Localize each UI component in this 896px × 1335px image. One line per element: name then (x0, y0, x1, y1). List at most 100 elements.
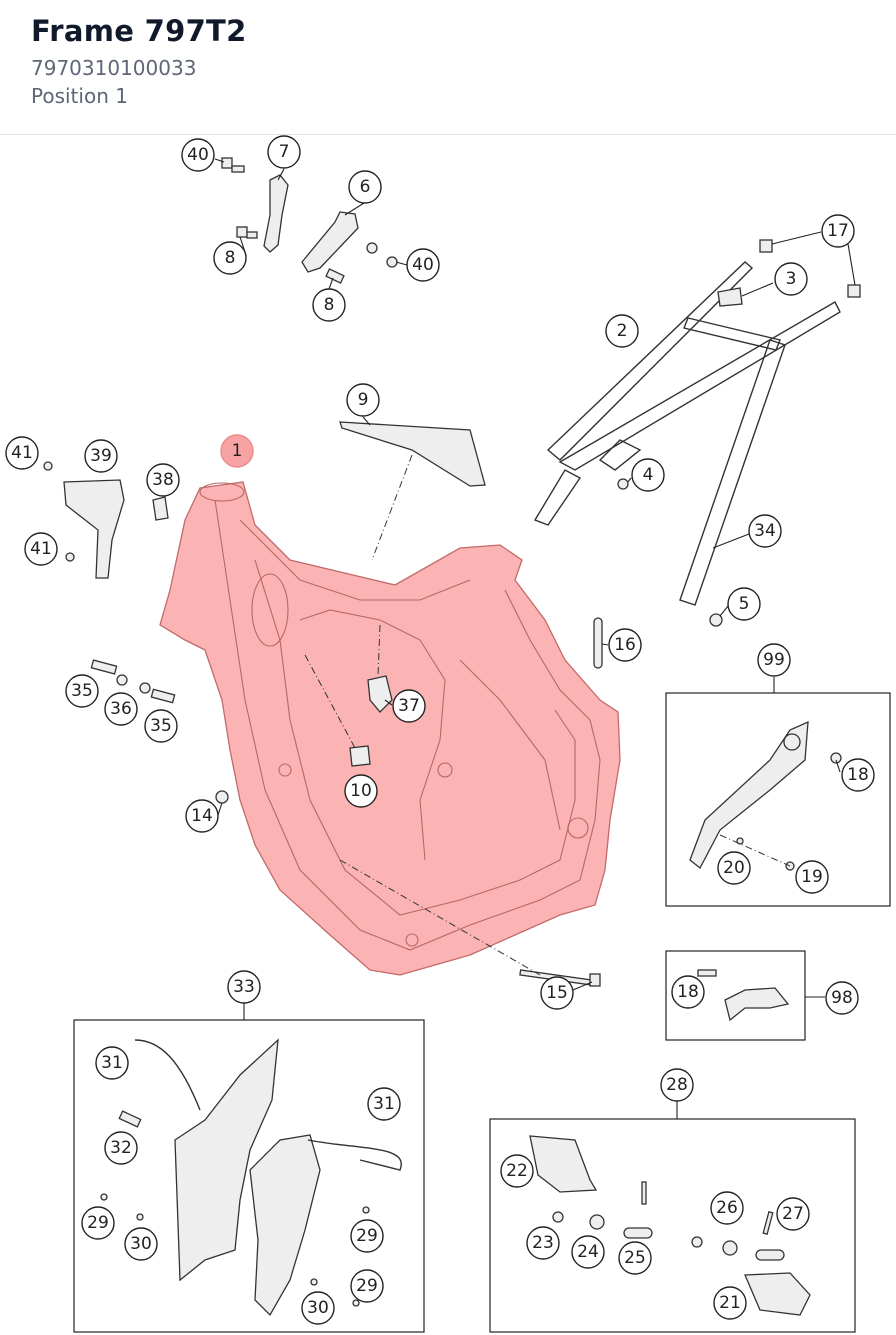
bolt-part-40a[interactable] (221, 157, 245, 173)
assembly-box-33 (73, 1019, 425, 1333)
svg-text:35: 35 (71, 681, 93, 701)
callout-40b[interactable]: 40 (406, 248, 440, 282)
footpeg-bracket-99[interactable] (689, 720, 842, 871)
callout-41b[interactable]: 41 (24, 532, 58, 566)
bracket-part-3[interactable] (717, 287, 743, 307)
plug-part-17[interactable] (759, 239, 861, 298)
svg-text:22: 22 (506, 1161, 528, 1181)
callout-5[interactable]: 5 (727, 587, 761, 621)
bolt-part-40b[interactable] (366, 242, 398, 268)
svg-text:18: 18 (677, 982, 699, 1002)
strap-part-16[interactable] (593, 617, 603, 669)
svg-text:3: 3 (786, 269, 797, 289)
callout-36[interactable]: 36 (104, 692, 138, 726)
callout-9[interactable]: 9 (346, 383, 380, 417)
clip-part-10[interactable] (349, 745, 371, 767)
callout-26[interactable]: 26 (710, 1191, 744, 1225)
bolt-part-8b[interactable] (325, 268, 345, 284)
callout-15[interactable]: 15 (540, 976, 574, 1010)
footpeg-assembly-28[interactable] (529, 1135, 811, 1316)
svg-text:1: 1 (232, 441, 243, 461)
svg-text:41: 41 (30, 539, 52, 559)
clip-part-37[interactable] (367, 675, 393, 713)
callout-32[interactable]: 32 (104, 1131, 138, 1165)
page-header: Frame 797T2 7970310100033 Position 1 (0, 0, 896, 135)
callout-31b[interactable]: 31 (367, 1087, 401, 1121)
bracket-part-9[interactable] (339, 421, 486, 487)
callout-14[interactable]: 14 (185, 799, 219, 833)
svg-text:17: 17 (827, 221, 849, 241)
svg-text:21: 21 (719, 1293, 741, 1313)
svg-text:19: 19 (801, 867, 823, 887)
callout-1[interactable]: 1 (220, 434, 254, 468)
spring-bracket-98[interactable] (697, 969, 790, 1022)
callout-33[interactable]: 33 (227, 970, 261, 1004)
callout-37[interactable]: 37 (392, 689, 426, 723)
callout-10[interactable]: 10 (344, 774, 378, 808)
callout-4[interactable]: 4 (631, 458, 665, 492)
callout-7[interactable]: 7 (267, 135, 301, 169)
callout-29b[interactable]: 29 (350, 1219, 384, 1253)
svg-text:98: 98 (831, 988, 853, 1008)
callout-30b[interactable]: 30 (301, 1291, 335, 1325)
callout-38[interactable]: 38 (146, 463, 180, 497)
callout-99[interactable]: 99 (757, 643, 791, 677)
callout-6[interactable]: 6 (348, 170, 382, 204)
callout-29a[interactable]: 29 (81, 1206, 115, 1240)
position-label: Position 1 (31, 84, 128, 108)
nut-part-14[interactable] (215, 790, 229, 804)
callout-40a[interactable]: 40 (181, 138, 215, 172)
subframe-part[interactable] (533, 261, 841, 606)
callout-23[interactable]: 23 (526, 1226, 560, 1260)
bolt-parts-35-36[interactable] (90, 659, 176, 704)
callout-8b[interactable]: 8 (312, 288, 346, 322)
callout-8a[interactable]: 8 (213, 241, 247, 275)
clip-part-38[interactable] (152, 496, 169, 521)
callout-24[interactable]: 24 (571, 1235, 605, 1269)
bolt-part-5[interactable] (709, 613, 723, 627)
callout-3[interactable]: 3 (774, 262, 808, 296)
callout-30a[interactable]: 30 (124, 1227, 158, 1261)
svg-text:41: 41 (11, 443, 33, 463)
svg-text:34: 34 (754, 521, 776, 541)
callout-98[interactable]: 98 (825, 981, 859, 1015)
callout-22[interactable]: 22 (500, 1154, 534, 1188)
bracket-part-39[interactable] (63, 479, 125, 579)
callout-39[interactable]: 39 (84, 439, 118, 473)
svg-text:14: 14 (191, 806, 213, 826)
callout-17[interactable]: 17 (821, 214, 855, 248)
bolt-part-4[interactable] (617, 478, 629, 490)
main-frame-part[interactable] (159, 481, 621, 976)
callout-35a[interactable]: 35 (65, 674, 99, 708)
svg-text:31: 31 (373, 1094, 395, 1114)
callout-29c[interactable]: 29 (350, 1269, 384, 1303)
svg-text:7: 7 (279, 142, 290, 162)
callout-28[interactable]: 28 (660, 1068, 694, 1102)
callout-31a[interactable]: 31 (95, 1046, 129, 1080)
part-number: 7970310100033 (31, 56, 197, 80)
svg-text:33: 33 (233, 977, 255, 997)
svg-text:15: 15 (546, 983, 568, 1003)
callout-18a[interactable]: 18 (841, 758, 875, 792)
callout-18b[interactable]: 18 (671, 975, 705, 1009)
callout-34[interactable]: 34 (748, 514, 782, 548)
callout-35b[interactable]: 35 (144, 709, 178, 743)
callout-41a[interactable]: 41 (5, 436, 39, 470)
callout-21[interactable]: 21 (713, 1286, 747, 1320)
svg-text:8: 8 (324, 295, 335, 315)
bracket-part-7[interactable] (263, 174, 289, 253)
bolt-part-8a[interactable] (236, 226, 258, 239)
bolt-part-41[interactable] (43, 461, 75, 562)
callout-20[interactable]: 20 (717, 851, 751, 885)
bracket-part-6[interactable] (301, 211, 359, 273)
callout-2[interactable]: 2 (605, 314, 639, 348)
svg-text:25: 25 (624, 1248, 646, 1268)
callout-19[interactable]: 19 (795, 860, 829, 894)
callout-25[interactable]: 25 (618, 1241, 652, 1275)
callout-16[interactable]: 16 (608, 628, 642, 662)
callout-27[interactable]: 27 (776, 1197, 810, 1231)
frame-guard-part-33[interactable] (100, 1038, 402, 1317)
svg-text:29: 29 (87, 1213, 109, 1233)
svg-text:10: 10 (350, 781, 372, 801)
